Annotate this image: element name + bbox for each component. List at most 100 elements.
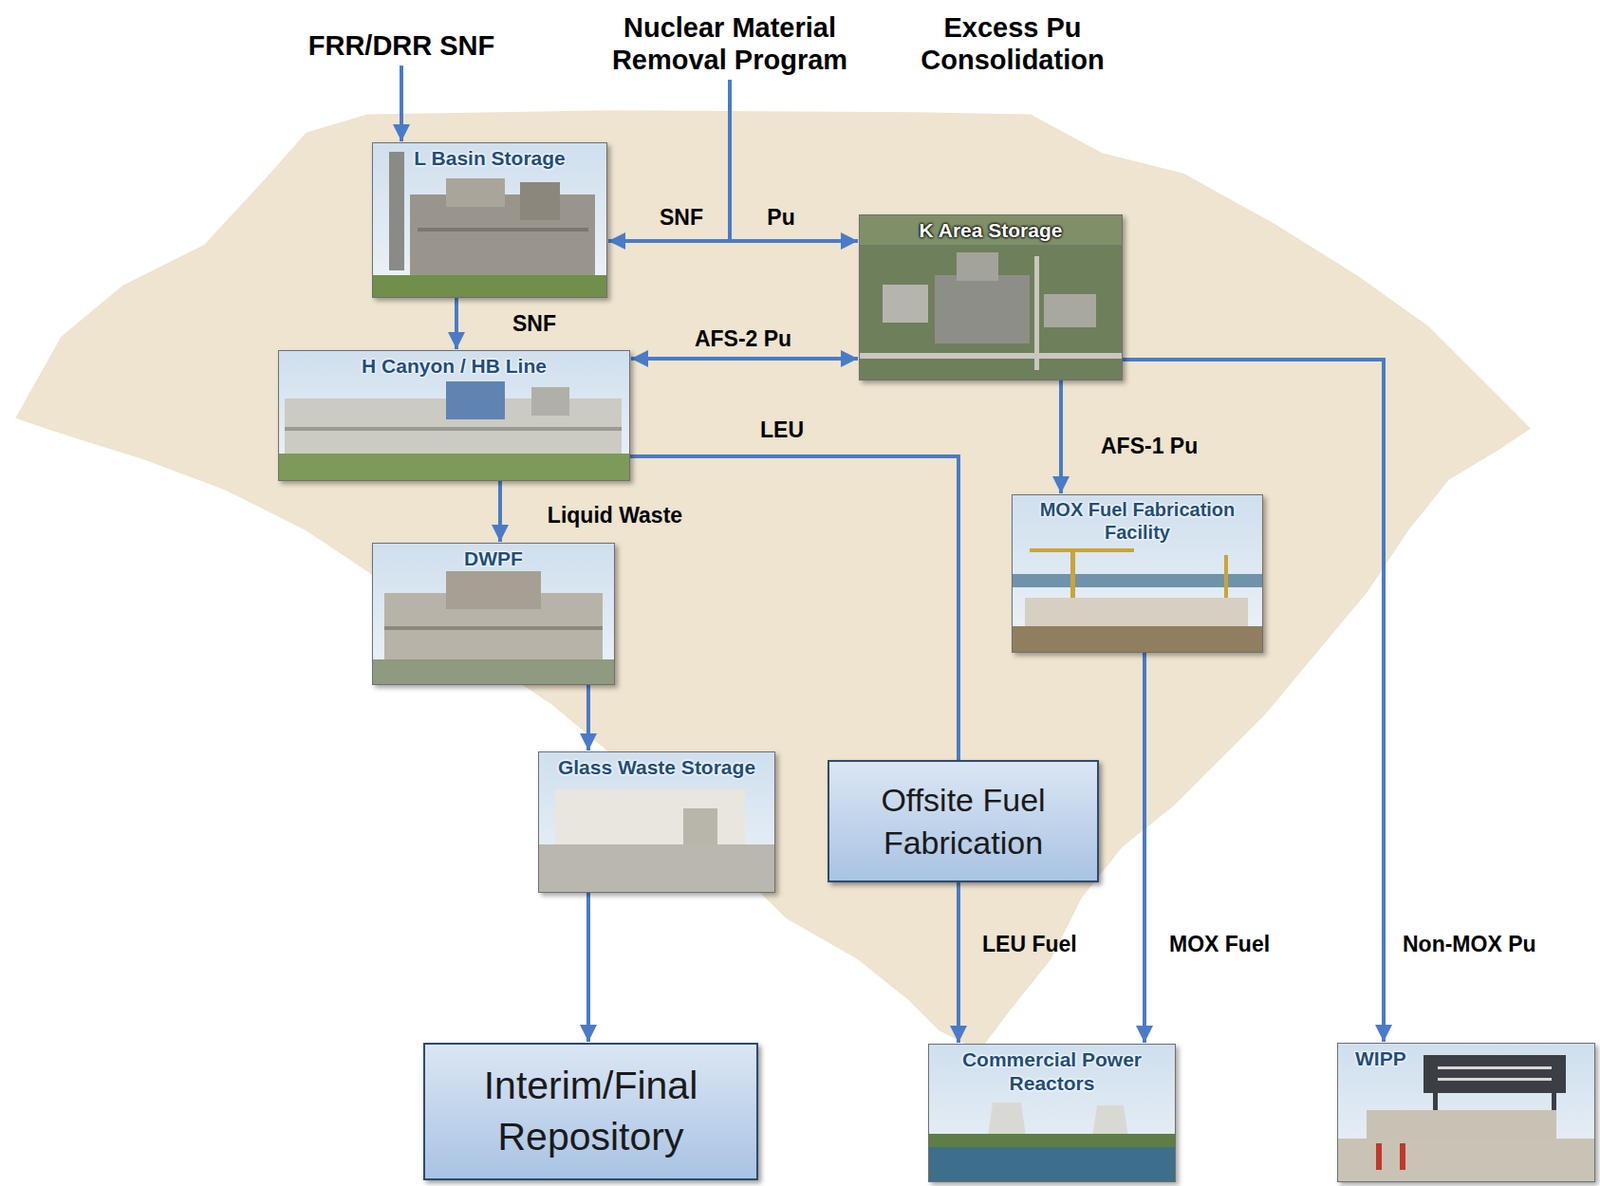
- node-label: L Basin Storage: [377, 146, 602, 170]
- wipp-photo: [1337, 1042, 1596, 1183]
- facility-photo-box: Commercial Power Reactors: [928, 1043, 1176, 1183]
- stack: [389, 151, 405, 271]
- node-label: Commercial Power Reactors: [933, 1047, 1171, 1096]
- node-label: K Area Storage: [864, 218, 1117, 242]
- flow-label: AFS-2 Pu: [694, 326, 792, 352]
- building: [1024, 597, 1248, 627]
- building: [882, 284, 929, 323]
- facility-photo-box: H Canyon / HB Line: [278, 350, 631, 482]
- facility-photo-box: Glass Waste Storage: [538, 751, 776, 894]
- node-label: Excess Pu Consolidation: [889, 11, 1136, 76]
- trees: [928, 1134, 1176, 1148]
- flow-arrow: [498, 481, 503, 542]
- building: [520, 182, 560, 221]
- flow-arrow: [1122, 359, 1384, 1042]
- photo-sky: [372, 542, 615, 686]
- water: [928, 1147, 1176, 1183]
- flow-label: LEU Fuel: [982, 931, 1078, 957]
- flow-label: Non-MOX Pu: [1402, 931, 1537, 957]
- dwpf-photo: [372, 542, 615, 686]
- flow-label: LEU: [760, 417, 804, 443]
- photo-sky: [1011, 494, 1264, 653]
- node-label: Nuclear Material Removal Program: [592, 11, 868, 76]
- source-label: FRR/DRR SNF: [278, 29, 525, 62]
- photo-sky: [372, 142, 608, 298]
- flow-label: AFS-1 Pu: [1100, 433, 1198, 459]
- node-label: Interim/Final Repository: [434, 1060, 747, 1163]
- flow-arrow: [729, 79, 858, 242]
- flow-arrow: [608, 79, 730, 242]
- building: [446, 178, 505, 207]
- pavement: [1337, 1138, 1596, 1183]
- flow-arrow: [631, 356, 858, 361]
- aerial-field: [858, 214, 1123, 245]
- flow-arrow: [399, 65, 404, 142]
- flow-arrow: [454, 297, 459, 350]
- window-band: [417, 227, 589, 232]
- h-canyon-photo: [278, 350, 631, 482]
- sign: [1423, 1055, 1566, 1094]
- reactor-photo: [928, 1043, 1176, 1183]
- node-label: H Canyon / HB Line: [283, 353, 625, 378]
- glass-waste-photo: [538, 751, 776, 894]
- mox-photo: [1011, 494, 1264, 653]
- building: [446, 571, 541, 610]
- flow-arrow: [586, 685, 591, 751]
- sign-line: [1437, 1078, 1552, 1081]
- facility-photo-box: DWPF: [372, 542, 615, 686]
- aerial-ground: [858, 214, 1123, 381]
- flow-label: MOX Fuel: [1169, 931, 1270, 957]
- ground: [278, 453, 631, 482]
- flow-arrow: [1142, 652, 1147, 1043]
- flow-arrow: [956, 882, 961, 1043]
- node-label: Glass Waste Storage: [543, 755, 770, 780]
- building: [446, 381, 505, 420]
- l-basin-photo: [372, 142, 608, 298]
- flow-label: SNF: [512, 311, 557, 336]
- sign-line: [1437, 1066, 1552, 1070]
- pipe: [284, 427, 622, 431]
- source-label: Nuclear Material Removal Program: [592, 11, 868, 76]
- process-box: Offsite Fuel Fabrication: [827, 760, 1099, 883]
- ground: [372, 275, 608, 298]
- bollard: [1376, 1143, 1382, 1171]
- facility-photo-box: WIPP: [1337, 1042, 1596, 1183]
- flow-arrow: [630, 456, 959, 761]
- flow-label: Pu: [766, 204, 795, 230]
- flow-label: Liquid Waste: [547, 502, 683, 528]
- node-label: Offsite Fuel Fabrication: [838, 779, 1088, 863]
- building: [934, 275, 1030, 344]
- crane: [1029, 548, 1135, 553]
- node-label: DWPF: [377, 546, 610, 571]
- door: [683, 808, 718, 845]
- photo-sky: [538, 751, 776, 894]
- node-label: WIPP: [1355, 1046, 1590, 1071]
- photo-sky: [928, 1043, 1176, 1183]
- window-band: [384, 626, 603, 631]
- k-area-photo: [858, 214, 1123, 381]
- node-label: MOX Fuel Fabrication Facility: [1017, 498, 1258, 544]
- flow-label: SNF: [659, 204, 704, 230]
- photo-sky: [278, 350, 631, 482]
- building: [1366, 1110, 1557, 1139]
- facility-photo-box: L Basin Storage: [372, 142, 608, 298]
- building: [531, 387, 570, 416]
- road: [1034, 256, 1040, 371]
- flow-arrow: [1059, 380, 1063, 494]
- facility-photo-box: K Area Storage: [858, 214, 1123, 381]
- source-label: Excess Pu Consolidation: [889, 11, 1136, 76]
- road: [858, 353, 1123, 359]
- photo-sky: [1337, 1042, 1596, 1183]
- bollard: [1399, 1143, 1406, 1171]
- node-label: FRR/DRR SNF: [278, 29, 525, 62]
- building: [555, 789, 745, 845]
- state-map: [15, 110, 1531, 1051]
- flow-arrow: [586, 893, 591, 1042]
- ground: [372, 659, 615, 686]
- pavement: [538, 844, 776, 894]
- building: [1043, 294, 1097, 328]
- facility-photo-box: MOX Fuel Fabrication Facility: [1011, 494, 1264, 653]
